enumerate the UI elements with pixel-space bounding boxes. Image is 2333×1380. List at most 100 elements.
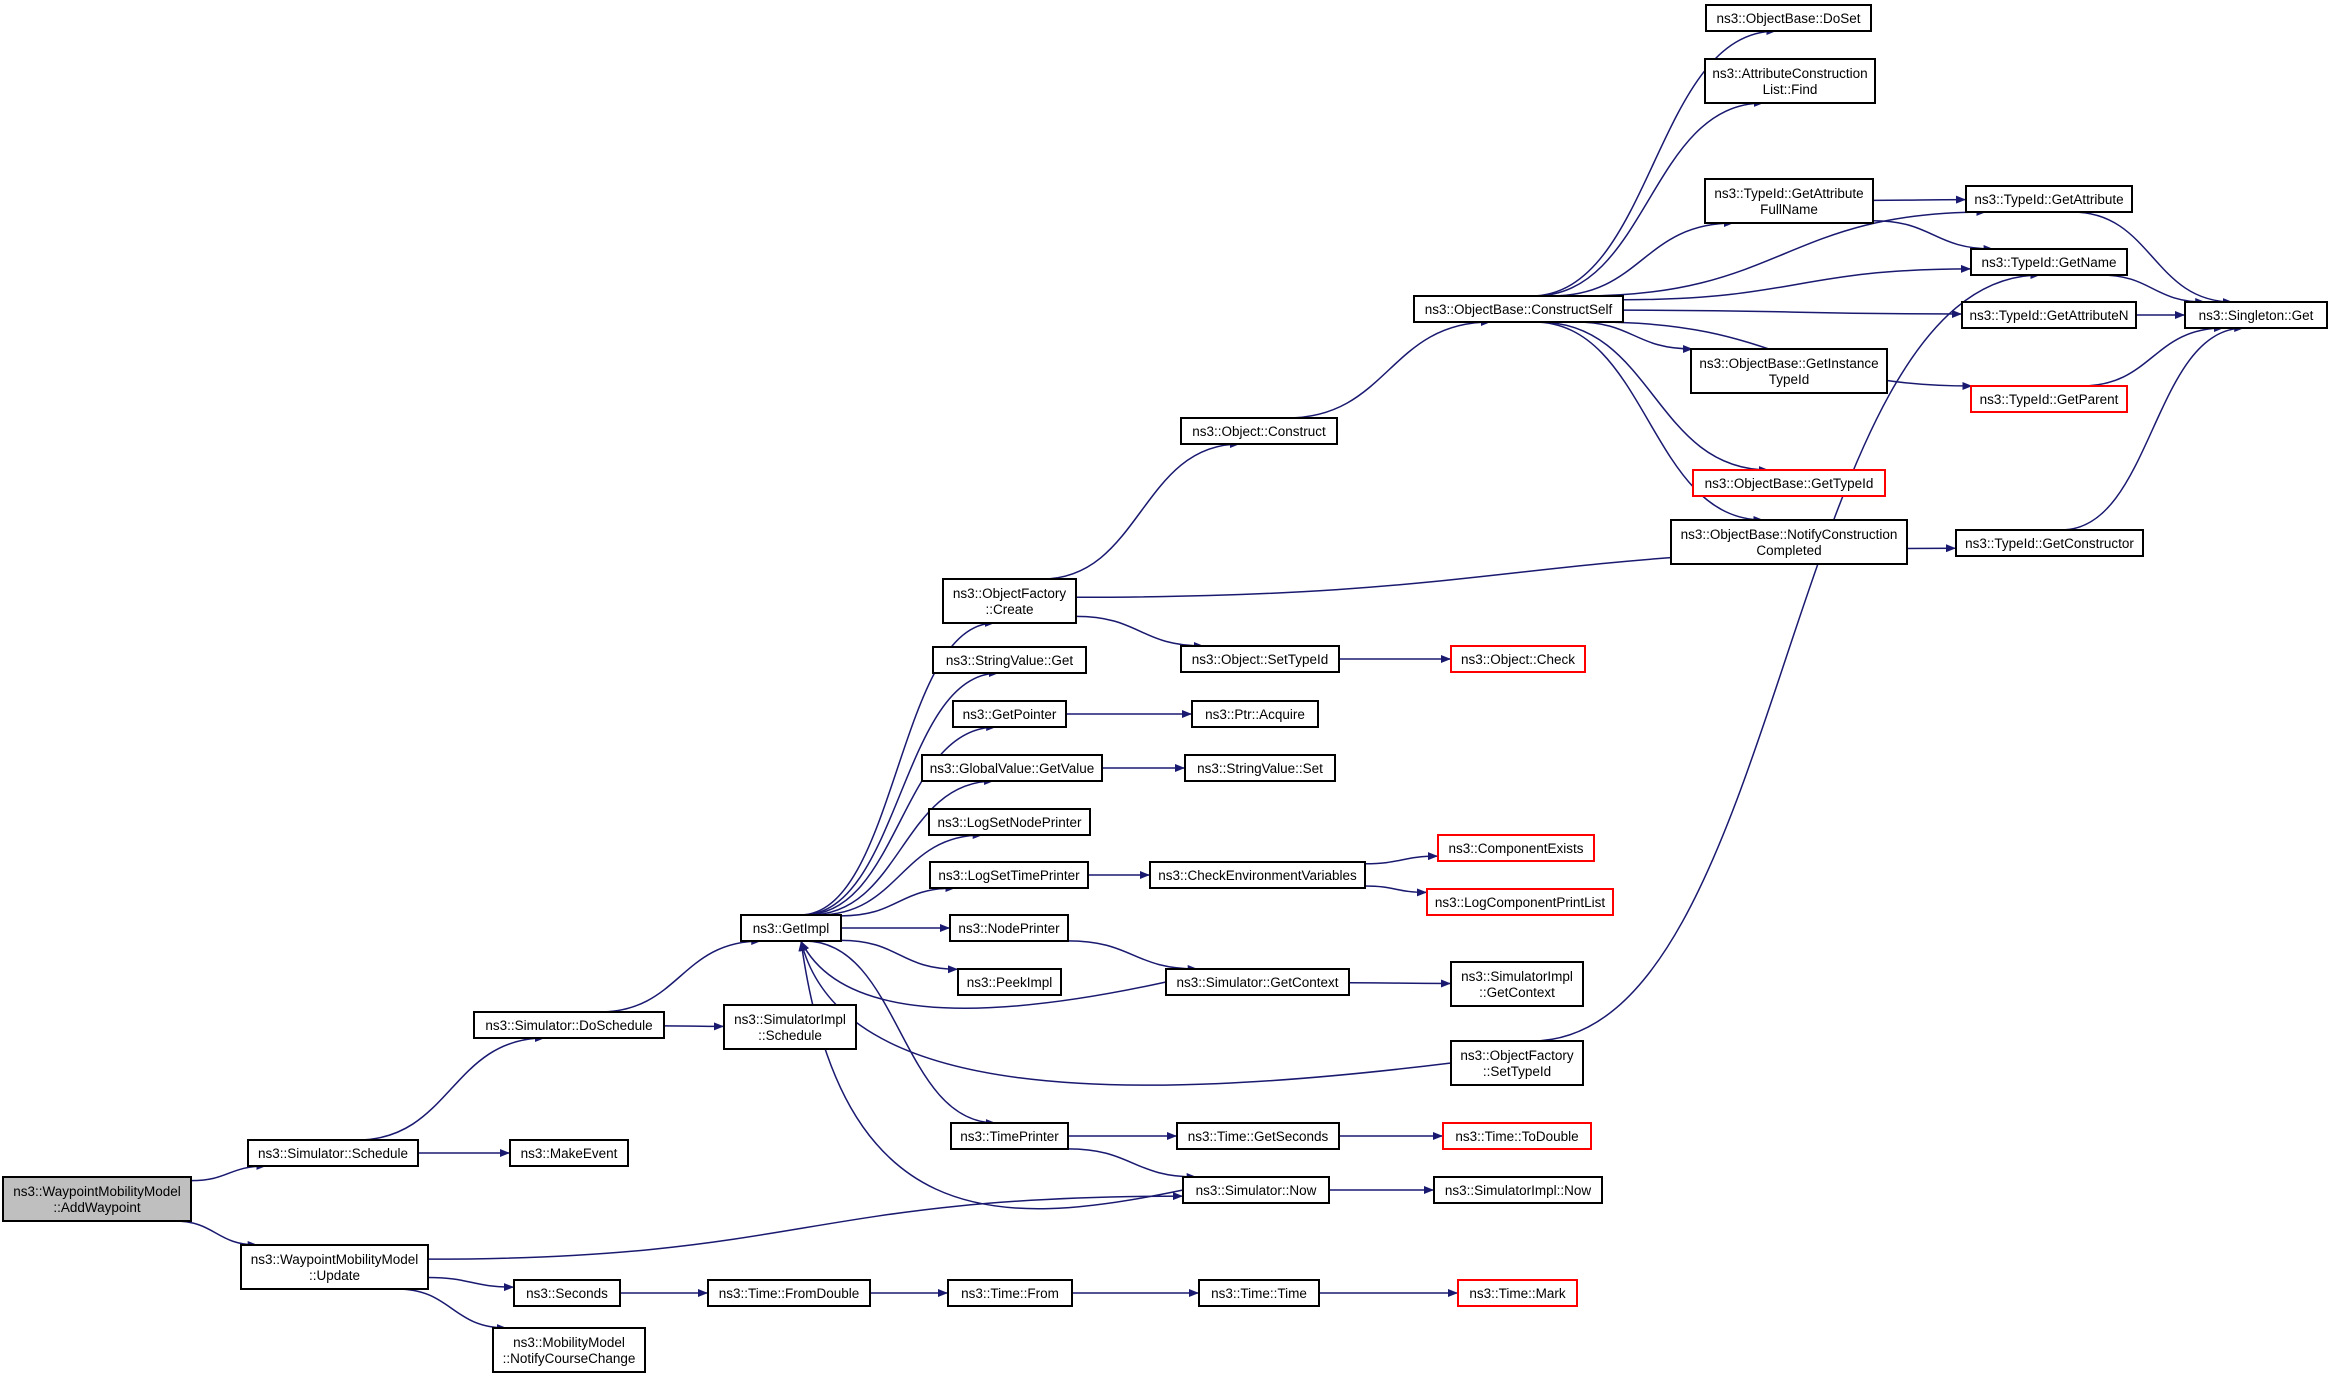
node-doset[interactable]: ns3::ObjectBase::DoSet	[1705, 4, 1872, 32]
node-objcheck[interactable]: ns3::Object::Check	[1450, 645, 1586, 673]
edge-getattrfullname-to-getattribute	[1872, 195, 1967, 204]
node-singletonget[interactable]: ns3::Singleton::Get	[2184, 301, 2328, 329]
node-label: ::AddWaypoint	[53, 1200, 141, 1215]
node-box	[1182, 1176, 1330, 1204]
node-box	[1670, 519, 1908, 565]
node-ofsettypeid[interactable]: ns3::ObjectFactory::SetTypeId	[1450, 1040, 1584, 1086]
node-label: ::NotifyCourseChange	[503, 1351, 636, 1366]
edge-getimpl-to-gvgetvalue	[808, 777, 995, 916]
node-strget[interactable]: ns3::StringValue::Get	[932, 646, 1087, 674]
node-label: ns3::ObjectBase::GetInstance	[1699, 356, 1878, 371]
node-label: ::SetTypeId	[1483, 1064, 1551, 1079]
node-timetime[interactable]: ns3::Time::Time	[1198, 1279, 1320, 1307]
edge-getparent-to-singletonget	[2081, 324, 2224, 387]
node-peekimpl[interactable]: ns3::PeekImpl	[957, 968, 1062, 996]
node-getattribute[interactable]: ns3::TypeId::GetAttribute	[1965, 185, 2133, 213]
edges-layer	[173, 27, 2245, 1332]
node-timefrom[interactable]: ns3::Time::From	[947, 1279, 1073, 1307]
node-label: FullName	[1760, 202, 1818, 217]
node-getname[interactable]: ns3::TypeId::GetName	[1970, 248, 2128, 276]
node-label: ns3::StringValue::Set	[1197, 761, 1323, 776]
node-root[interactable]: ns3::WaypointMobilityModel::AddWaypoint	[2, 1176, 192, 1222]
node-setTypeId[interactable]: ns3::Object::SetTypeId	[1180, 645, 1340, 673]
node-box	[247, 1139, 419, 1167]
node-fromdouble[interactable]: ns3::Time::FromDouble	[707, 1279, 871, 1307]
node-box	[929, 861, 1089, 889]
node-label: ns3::ObjectBase::DoSet	[1716, 11, 1860, 26]
node-label: ns3::Object::Construct	[1192, 424, 1326, 439]
edge-sched-to-doschedule	[356, 1034, 546, 1141]
node-label: ns3::ObjectBase::ConstructSelf	[1425, 302, 1613, 317]
node-label: ns3::LogComponentPrintList	[1435, 895, 1606, 910]
node-box	[1690, 348, 1888, 394]
node-simimplnow[interactable]: ns3::SimulatorImpl::Now	[1433, 1176, 1603, 1204]
node-box	[957, 968, 1062, 996]
node-ofcreate[interactable]: ns3::ObjectFactory::Create	[942, 578, 1077, 624]
node-sched[interactable]: ns3::Simulator::Schedule	[247, 1139, 419, 1167]
node-getconstructor[interactable]: ns3::TypeId::GetConstructor	[1955, 529, 2144, 557]
node-logtimeprinter[interactable]: ns3::LogSetTimePrinter	[929, 861, 1089, 889]
node-checkenv[interactable]: ns3::CheckEnvironmentVariables	[1149, 861, 1366, 889]
edge-getcontext-to-getimpl	[800, 940, 1167, 1009]
node-label: ns3::Time::ToDouble	[1455, 1129, 1578, 1144]
node-label: ns3::LogSetNodePrinter	[937, 815, 1082, 830]
edge-doschedule-to-getimpl	[598, 937, 762, 1013]
node-lognodeprinter[interactable]: ns3::LogSetNodePrinter	[928, 808, 1091, 836]
node-makeevent[interactable]: ns3::MakeEvent	[509, 1139, 629, 1167]
node-box	[707, 1279, 871, 1307]
node-notifycc[interactable]: ns3::MobilityModel::NotifyCourseChange	[492, 1327, 646, 1373]
node-getparent[interactable]: ns3::TypeId::GetParent	[1970, 385, 2128, 413]
node-notifyconstruction[interactable]: ns3::ObjectBase::NotifyConstructionCompl…	[1670, 519, 1908, 565]
node-getpointer[interactable]: ns3::GetPointer	[952, 700, 1067, 728]
node-obgettypeid[interactable]: ns3::ObjectBase::GetTypeId	[1692, 469, 1886, 497]
node-compexists[interactable]: ns3::ComponentExists	[1437, 834, 1595, 862]
node-simimplschedule[interactable]: ns3::SimulatorImpl::Schedule	[723, 1004, 857, 1050]
node-getimpl[interactable]: ns3::GetImpl	[740, 914, 842, 942]
node-simnow[interactable]: ns3::Simulator::Now	[1182, 1176, 1330, 1204]
edge-getimpl-to-strget	[801, 669, 999, 916]
edge-constructself-to-doset	[1530, 27, 1777, 297]
node-update[interactable]: ns3::WaypointMobilityModel::Update	[240, 1244, 429, 1290]
node-gvgetvalue[interactable]: ns3::GlobalValue::GetValue	[921, 754, 1103, 782]
node-box	[1970, 248, 2128, 276]
node-label: ns3::ObjectBase::GetTypeId	[1705, 476, 1874, 491]
node-timemark[interactable]: ns3::Time::Mark	[1457, 1279, 1578, 1307]
edge-getname-to-singletonget	[2099, 274, 2206, 306]
node-getcontext[interactable]: ns3::Simulator::GetContext	[1165, 968, 1350, 996]
edge-getattrfullname-to-getname	[1872, 219, 1994, 253]
node-box	[1433, 1176, 1603, 1204]
node-label: ns3::GetImpl	[753, 921, 830, 936]
node-label: ns3::WaypointMobilityModel	[13, 1184, 181, 1199]
edge-getimpl-to-getpointer	[804, 723, 997, 916]
node-ptracquire[interactable]: ns3::Ptr::Acquire	[1191, 700, 1319, 728]
node-doschedule[interactable]: ns3::Simulator::DoSchedule	[473, 1011, 665, 1039]
node-nodeprinter[interactable]: ns3::NodePrinter	[949, 914, 1069, 942]
edge-update-to-seconds	[427, 1276, 515, 1292]
node-getseconds[interactable]: ns3::Time::GetSeconds	[1176, 1122, 1340, 1150]
edge-doschedule-to-simimplschedule	[663, 1022, 725, 1031]
node-label: ns3::Simulator::GetContext	[1176, 975, 1338, 990]
node-label: ns3::ComponentExists	[1448, 841, 1583, 856]
node-logprintlist[interactable]: ns3::LogComponentPrintList	[1426, 888, 1614, 916]
node-box	[1176, 1122, 1340, 1150]
node-strset[interactable]: ns3::StringValue::Set	[1184, 754, 1336, 782]
node-constructself[interactable]: ns3::ObjectBase::ConstructSelf	[1413, 295, 1624, 323]
edge-checkenv-to-compexists	[1364, 852, 1439, 865]
node-label: ns3::Time::Time	[1211, 1286, 1307, 1301]
node-box	[1457, 1279, 1578, 1307]
node-box	[1413, 295, 1624, 323]
node-getattributen[interactable]: ns3::TypeId::GetAttributeN	[1961, 301, 2137, 329]
node-box	[1961, 301, 2137, 329]
node-seconds[interactable]: ns3::Seconds	[513, 1279, 621, 1307]
node-todouble[interactable]: ns3::Time::ToDouble	[1442, 1122, 1592, 1150]
node-box	[1180, 645, 1340, 673]
node-label: ns3::ObjectFactory	[953, 586, 1067, 601]
node-objconstruct[interactable]: ns3::Object::Construct	[1180, 417, 1338, 445]
node-simimplgetcontext[interactable]: ns3::SimulatorImpl::GetContext	[1450, 961, 1584, 1007]
edge-getattribute-to-singletonget	[2072, 211, 2233, 306]
node-timeprinter[interactable]: ns3::TimePrinter	[950, 1122, 1069, 1150]
